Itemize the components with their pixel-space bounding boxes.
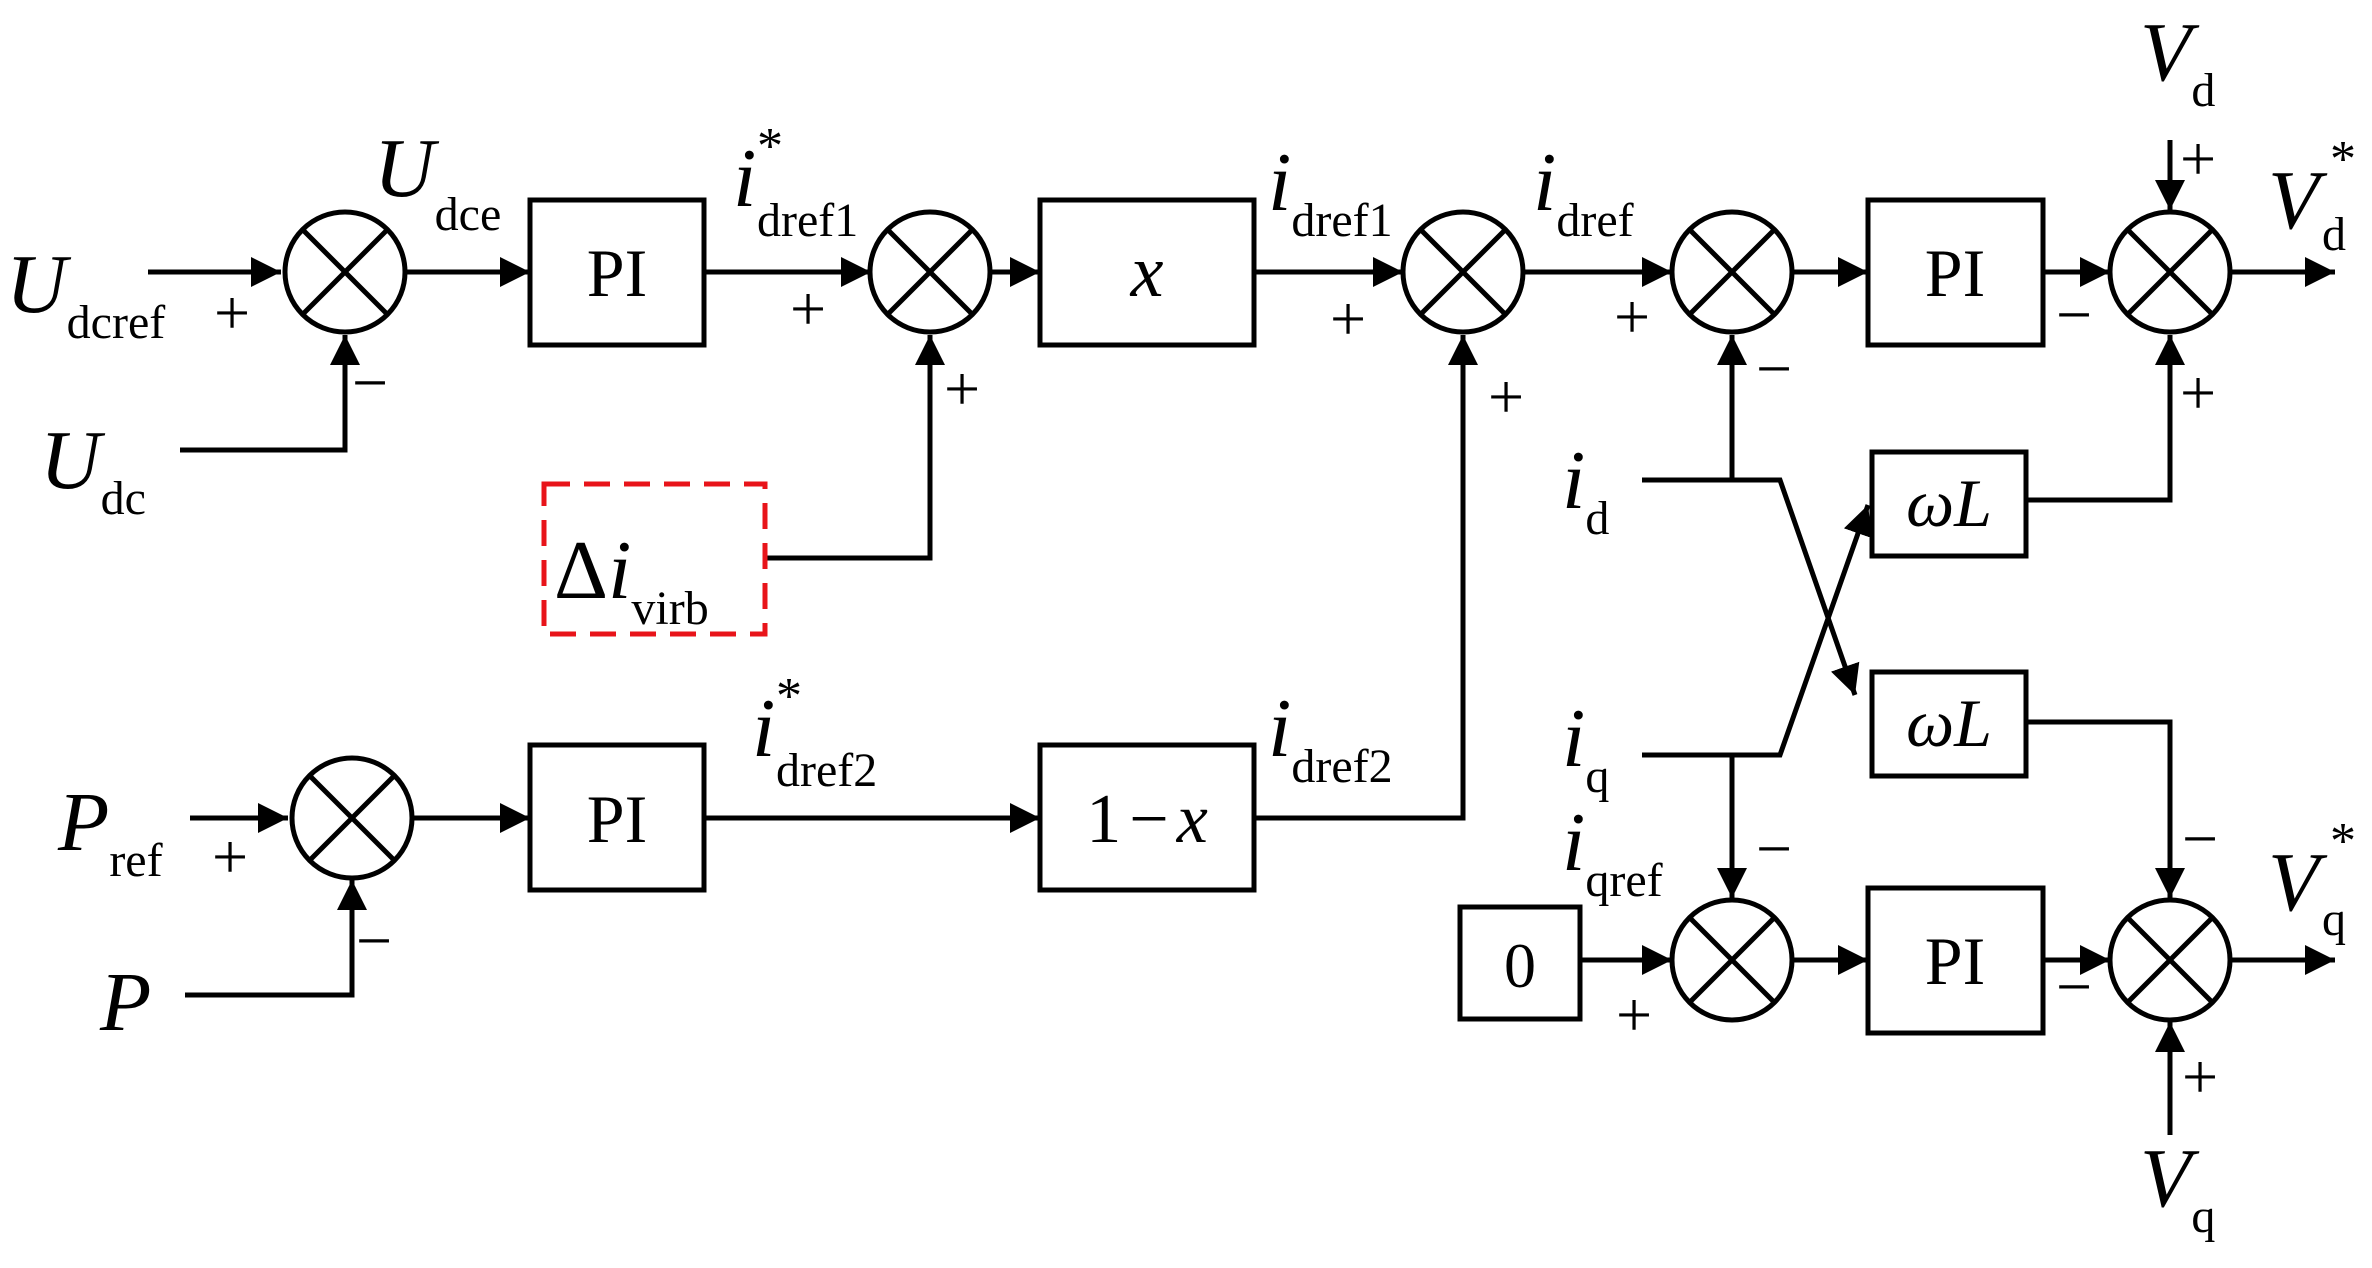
label-vd-star-sub: d (2322, 208, 2346, 261)
wire-id-path (1642, 477, 1860, 696)
sign-zero-plus: + (1616, 979, 1652, 1050)
wire-p-feedback (185, 880, 367, 998)
label-idref2: idref2 (1268, 682, 1393, 793)
sign-idref-plus: + (1614, 281, 1650, 352)
label-udc: Udc (40, 414, 146, 525)
pi-block-q-label: PI (1925, 923, 1985, 999)
sign-pref-plus: + (212, 821, 248, 892)
summing-junction-udc (282, 209, 408, 335)
label-idref2-star-sub: dref2 (776, 744, 877, 797)
pi-block-d-label: PI (1925, 235, 1985, 311)
sign-pid-minus: − (2056, 279, 2092, 350)
label-idref1-star-main: i (733, 132, 756, 225)
sign-wl-bottom-minus: − (2182, 803, 2218, 874)
pi-block-d: PI (1865, 197, 2046, 348)
pi-block-p: PI (527, 742, 707, 893)
wire-wl-top-out (2026, 335, 2185, 503)
x-block-label: x (1130, 231, 1164, 313)
signs: + − + + + + + − − + + + − − + − − + (212, 123, 2218, 1112)
label-id: id (1562, 434, 1609, 545)
label-vq-star-sub: q (2322, 893, 2346, 946)
wires (148, 140, 2335, 1135)
summing-junction-vd (2107, 209, 2233, 335)
omega-l-block-bottom: ωL (1869, 669, 2029, 779)
label-idref: idref (1533, 136, 1634, 247)
sign-id-minus: − (1756, 333, 1792, 404)
label-iqref: iqref (1562, 796, 1663, 907)
label-idref2-star-sup: * (776, 668, 802, 725)
summing-junction-id-error (1669, 209, 1795, 335)
sign-idref1-star-plus: + (790, 273, 826, 344)
pi-block-dc-label: PI (587, 235, 647, 311)
label-vd-star-sup: * (2330, 131, 2356, 188)
wire-idref2 (1254, 335, 1478, 821)
x-block: x (1037, 197, 1257, 348)
sign-vd-plus: + (2180, 123, 2216, 194)
label-vd-star-main: V (2268, 154, 2328, 247)
sign-vq-plus: + (2182, 1041, 2218, 1112)
sign-delta-plus: + (944, 353, 980, 424)
sign-p-minus: − (356, 905, 392, 976)
wire-udc-feedback (180, 335, 360, 453)
label-vq-star-main: V (2268, 836, 2328, 929)
sign-piq-minus: − (2056, 951, 2092, 1022)
pi-block-q: PI (1865, 885, 2046, 1036)
highlight-box-delta-ivirb (541, 481, 768, 637)
wire-wl-bottom-out (2026, 719, 2185, 898)
summing-junction-idref (1400, 209, 1526, 335)
summing-junction-iq-error (1669, 897, 1795, 1023)
omega-l-block-top: ωL (1869, 449, 2029, 559)
label-vd: Vd (2140, 6, 2215, 117)
pi-block-dc: PI (527, 197, 707, 348)
label-iq: iq (1562, 692, 1609, 803)
sign-idref1-plus: + (1330, 283, 1366, 354)
label-udcref: Udcref (6, 238, 165, 349)
zero-block: 0 (1457, 904, 1583, 1022)
label-delta-ivirb: Δivirb (554, 524, 709, 635)
wire-iq-path (1642, 504, 1873, 758)
one-minus-x-label: 1−x (1086, 781, 1208, 858)
omega-l-bottom-label: ωL (1906, 685, 1992, 761)
sign-wl-top-plus: + (2180, 357, 2216, 428)
pi-block-p-label: PI (587, 781, 647, 857)
label-pref: Pref (57, 776, 163, 887)
summing-junction-p (289, 755, 415, 881)
label-idref1-star-sub: dref1 (757, 194, 858, 247)
sign-udc-minus: − (352, 347, 388, 418)
summing-junction-idref1 (867, 209, 993, 335)
label-p: P (99, 956, 151, 1049)
sign-iq-minus: − (1756, 813, 1792, 884)
sign-udc-plus: + (214, 277, 250, 348)
sign-idref2-plus: + (1488, 361, 1524, 432)
wire-delta-ivirb (765, 335, 945, 561)
label-vq: Vq (2140, 1132, 2215, 1243)
zero-block-label: 0 (1504, 930, 1536, 1001)
summing-junction-vq (2107, 897, 2233, 1023)
label-idref2-star-main: i (752, 682, 775, 775)
one-minus-x-block: 1−x (1037, 742, 1257, 893)
label-idref1: idref1 (1268, 136, 1393, 247)
label-vq-star-sup: * (2330, 813, 2356, 870)
label-idref1-star-sup: * (757, 118, 783, 175)
omega-l-top-label: ωL (1906, 465, 1992, 541)
label-udce: Udce (374, 122, 501, 241)
